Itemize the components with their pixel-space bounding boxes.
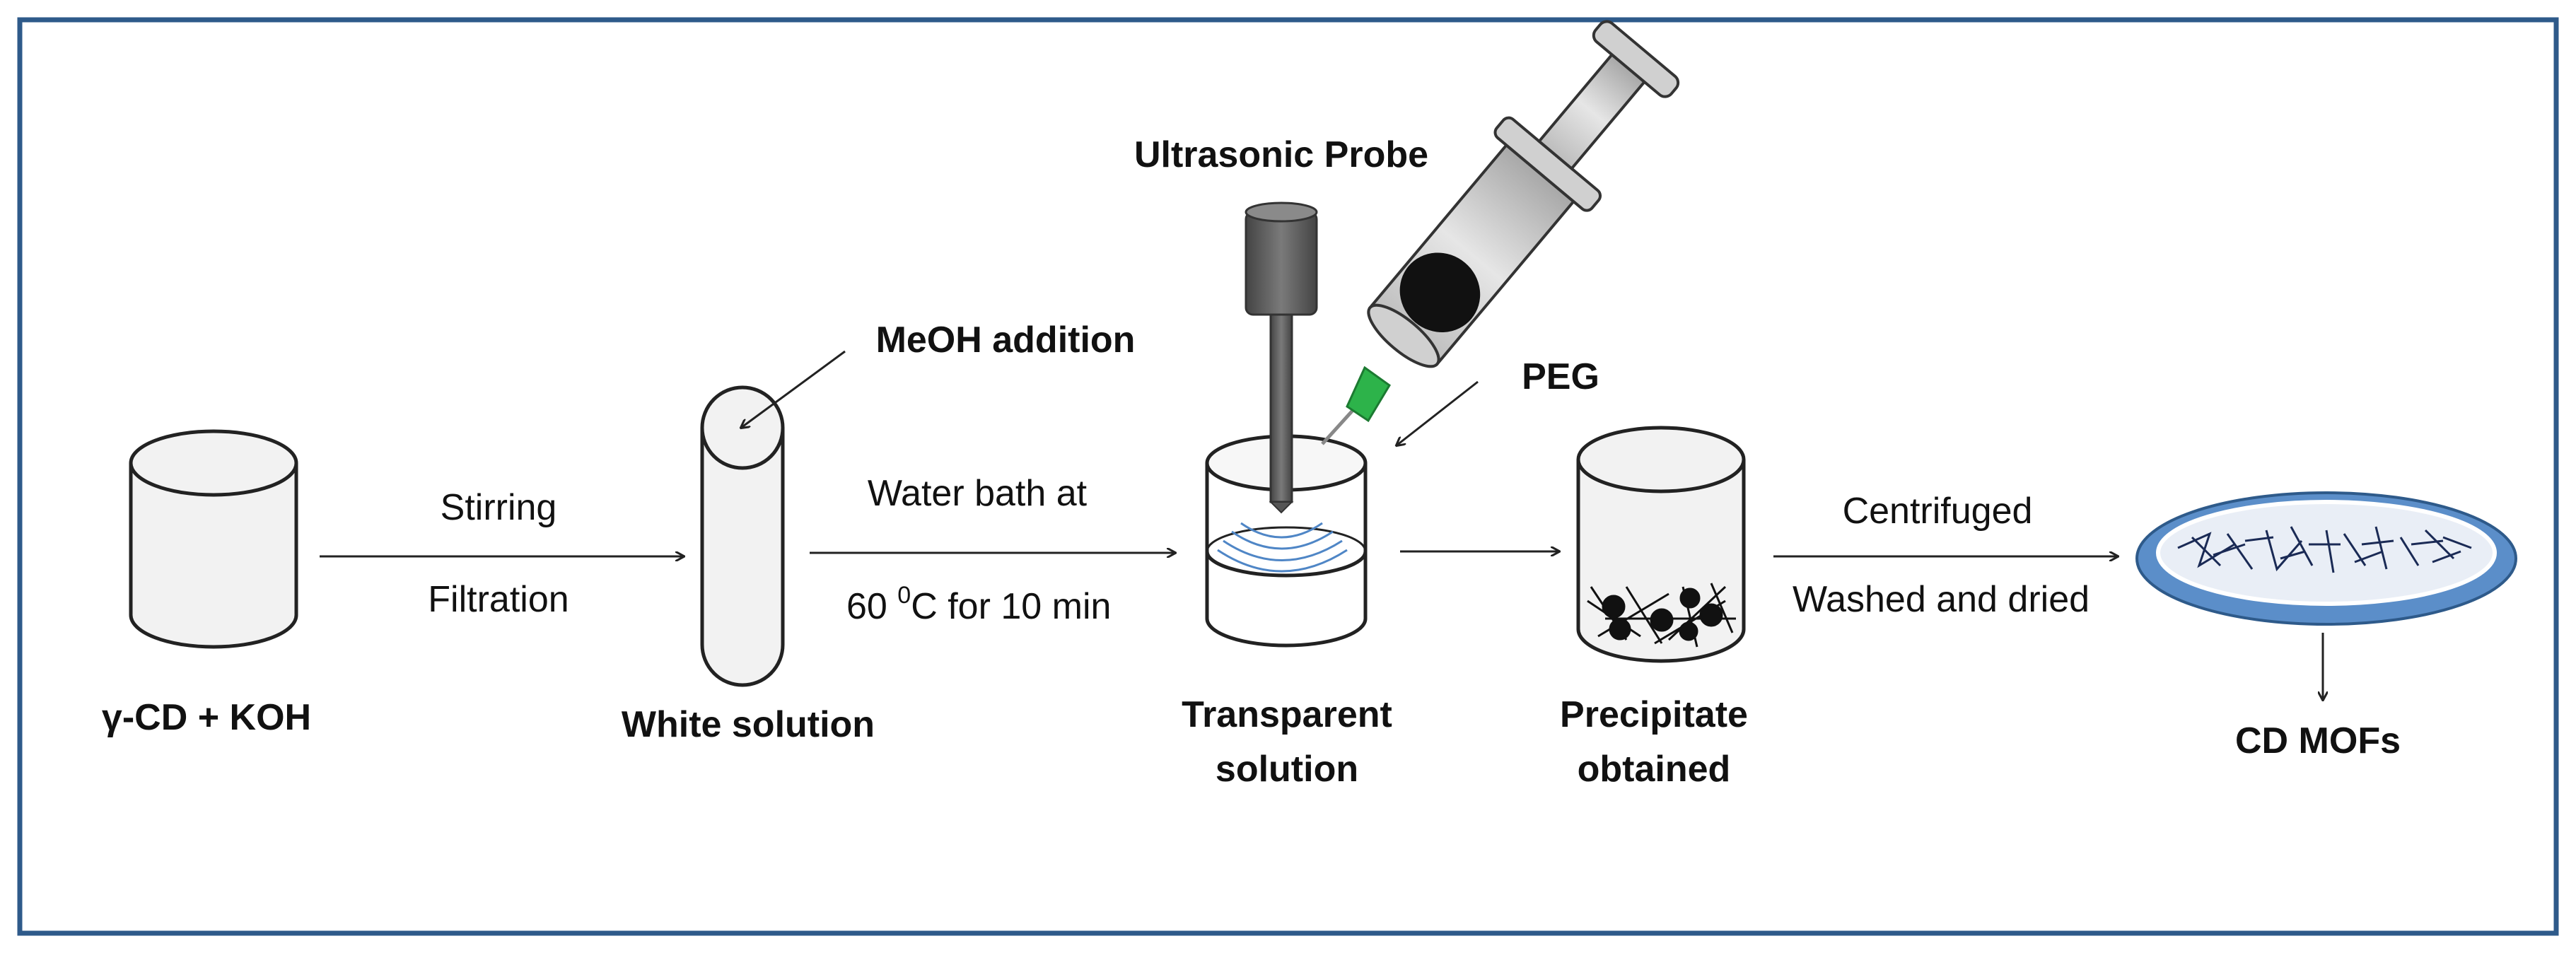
mof-crystals	[2177, 526, 2472, 573]
reagent-beaker	[129, 429, 298, 649]
centrifuged-label: Centrifuged	[1843, 491, 2033, 532]
temperature-label: 60 0C for 10 min	[846, 582, 1111, 627]
filtration-label: Filtration	[428, 579, 569, 620]
reagents-label: γ-CD + KOH	[102, 697, 311, 738]
precipitate-label-line1: Precipitate	[1560, 694, 1748, 735]
cd-mofs-label: CD MOFs	[2235, 720, 2401, 761]
peg-label: PEG	[1522, 356, 1599, 397]
ultrasonic-waves	[1217, 522, 1348, 573]
test-tube	[700, 385, 785, 687]
white-solution-label: White solution	[622, 704, 875, 745]
petri-dish	[2135, 491, 2517, 626]
transparent-label-line2: solution	[1216, 749, 1358, 790]
syringe	[1321, 20, 1680, 445]
meoh-label: MeOH addition	[876, 320, 1136, 361]
transparent-label-line1: Transparent	[1182, 694, 1392, 735]
meoh-arrow	[741, 350, 846, 428]
water-bath-label: Water bath at	[868, 473, 1088, 514]
precipitate-label-line2: obtained	[1578, 749, 1731, 790]
peg-arrow	[1397, 380, 1479, 445]
washed-label: Washed and dried	[1793, 579, 2090, 620]
stirring-label: Stirring	[441, 487, 557, 528]
ultrasonic-probe-label: Ultrasonic Probe	[1134, 134, 1428, 175]
precipitate-particles	[1587, 583, 1736, 648]
ultrasonic-probe	[1245, 201, 1318, 514]
